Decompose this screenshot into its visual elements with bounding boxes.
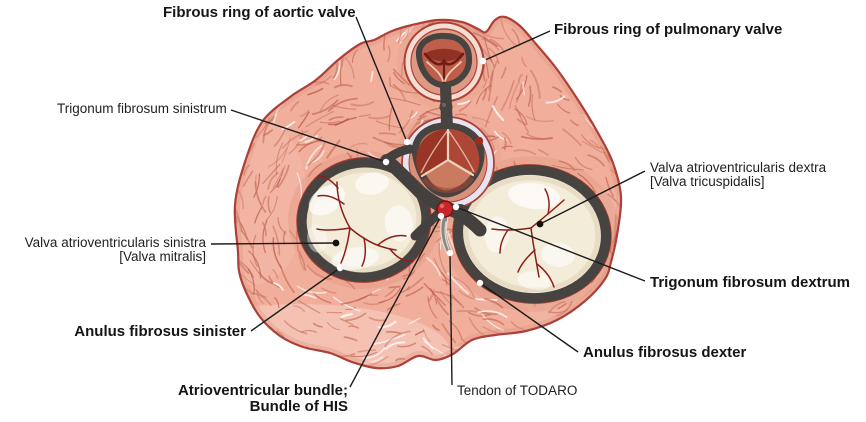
label-trigonum-fibrosum-sinistrum: Trigonum fibrosum sinistrum <box>57 101 227 116</box>
leader-valva-sinistra <box>210 242 337 245</box>
muscle-outline <box>233 15 623 370</box>
pulmonary-valve <box>403 21 485 103</box>
label-anulus-fibrosus-dexter: Anulus fibrosus dexter <box>583 344 747 361</box>
label-fibrous-ring-of-aortic-valve: Fibrous ring of aortic valve <box>163 4 356 21</box>
leader-endpoint <box>536 220 544 228</box>
leader-lines <box>210 16 646 388</box>
leader-endpoint <box>382 158 390 166</box>
leader-endpoint <box>332 239 340 247</box>
leader-endpoint <box>476 279 484 287</box>
label-line-2: [Valva tricuspidalis] <box>650 174 765 189</box>
leader-endpoint <box>403 138 411 146</box>
label-line-1: Atrioventricular bundle; <box>177 382 348 399</box>
mitral-valve <box>296 157 432 283</box>
leader-valva-dextra <box>539 170 646 225</box>
tricuspid-valve <box>452 164 612 304</box>
leader-trigonum-sinistrum <box>230 109 387 163</box>
leader-endpoint <box>479 57 487 65</box>
label-valva-atrioventricularis-dextra: Valva atrioventricularis dextra [Valva t… <box>650 161 826 189</box>
leader-anulus-sinister <box>250 267 341 332</box>
label-line-1: Valva atrioventricularis dextra <box>650 160 827 175</box>
leader-endpoint <box>446 249 454 257</box>
leader-tendon-todaro <box>449 253 453 386</box>
leader-endpoint <box>437 212 445 220</box>
label-anulus-fibrosus-sinister: Anulus fibrosus sinister <box>74 323 246 340</box>
leader-anulus-dexter <box>479 282 579 353</box>
leader-fibrous-ring-pulmonary <box>482 30 551 62</box>
leader-av-bundle <box>349 215 442 388</box>
aortic-valve <box>401 116 495 210</box>
label-atrioventricular-bundle: Atrioventricular bundle; Bundle of HIS <box>168 383 348 414</box>
mitral-leaflet-veins <box>316 175 414 267</box>
leader-fibrous-ring-aortic <box>355 16 408 143</box>
leader-trigonum-dextrum <box>455 206 646 282</box>
label-line-2: [Valva mitralis] <box>119 249 206 264</box>
aortic-small-dot <box>474 136 484 146</box>
conus-tendon-connector <box>439 86 453 127</box>
label-line-2: Bundle of HIS <box>249 397 348 415</box>
label-tendon-of-todaro: Tendon of TODARO <box>457 383 578 398</box>
label-trigonum-fibrosum-dextrum: Trigonum fibrosum dextrum <box>650 274 851 291</box>
tendon-of-todaro-strand <box>440 215 453 255</box>
label-fibrous-ring-of-pulmonary-valve: Fibrous ring of pulmonary valve <box>554 21 783 38</box>
label-valva-atrioventricularis-sinistra: Valva atrioventricularis sinistra [Valva… <box>20 236 206 264</box>
tricuspid-leaflet-veins <box>491 188 565 288</box>
leader-endpoint <box>452 203 460 211</box>
muscle-shading <box>234 115 307 285</box>
label-line-1: Valva atrioventricularis sinistra <box>24 235 206 250</box>
leader-endpoint <box>336 264 344 272</box>
leader-endpoints <box>332 57 544 287</box>
